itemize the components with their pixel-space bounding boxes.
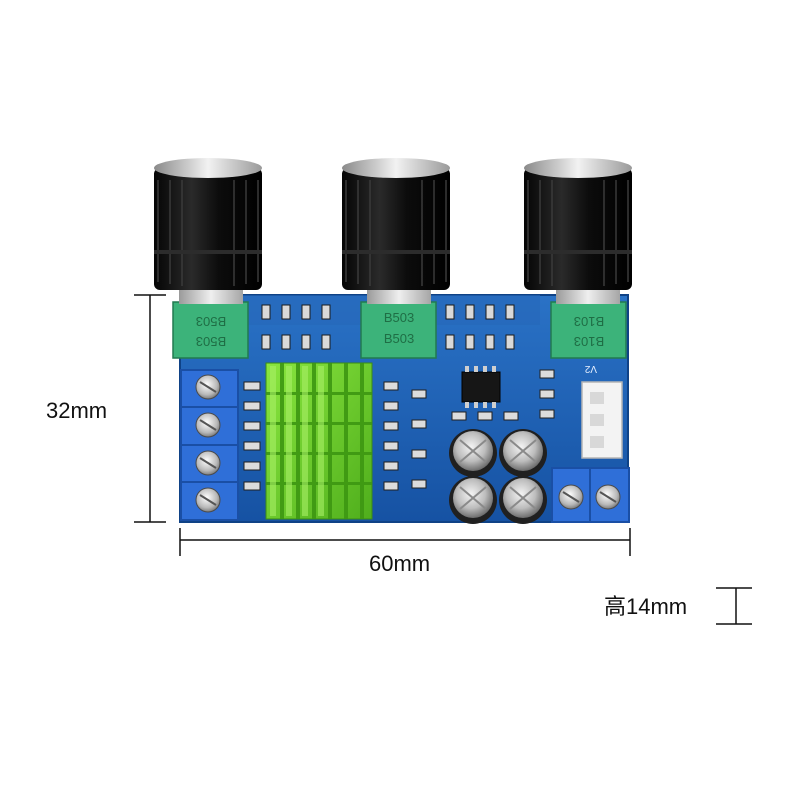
capacitor-top-left: [449, 429, 497, 477]
capacitor-bottom-right: [499, 476, 547, 524]
connector-silkscreen: V2: [584, 363, 597, 374]
svg-text:B503: B503: [196, 314, 226, 329]
svg-text:B103: B103: [574, 314, 604, 329]
capacitor-bottom-left: [449, 476, 497, 524]
svg-text:B503: B503: [384, 331, 414, 346]
smd-components-left: [243, 381, 261, 491]
svg-text:B503: B503: [384, 310, 414, 325]
thickness-label: 高14mm: [604, 594, 688, 619]
smd-components-mid: [383, 369, 555, 491]
height-label: 32mm: [46, 398, 108, 423]
heatsink: [265, 362, 373, 520]
knob-right: [524, 158, 632, 290]
left-terminal-block: [180, 369, 239, 521]
potentiometer-right: B103 B103: [550, 301, 627, 359]
width-label: 60mm: [369, 551, 431, 576]
potentiometer-left: B503 B503: [172, 301, 249, 359]
knob-left: [154, 158, 262, 290]
audio-input-connector: V2: [581, 363, 623, 459]
smd-components-top: [261, 304, 515, 350]
svg-text:B103: B103: [574, 334, 604, 349]
svg-text:B503: B503: [196, 334, 226, 349]
thickness-dimension-line: [716, 587, 752, 625]
potentiometer-middle: B503 B503: [360, 301, 437, 359]
ic-chip: [461, 366, 501, 408]
width-dimension-line: [179, 528, 631, 556]
knob-middle: [342, 158, 450, 290]
capacitor-top-right: [499, 429, 547, 477]
power-terminal-block: [551, 467, 630, 523]
capacitor-group: [449, 429, 547, 524]
height-dimension-line: [134, 294, 166, 523]
